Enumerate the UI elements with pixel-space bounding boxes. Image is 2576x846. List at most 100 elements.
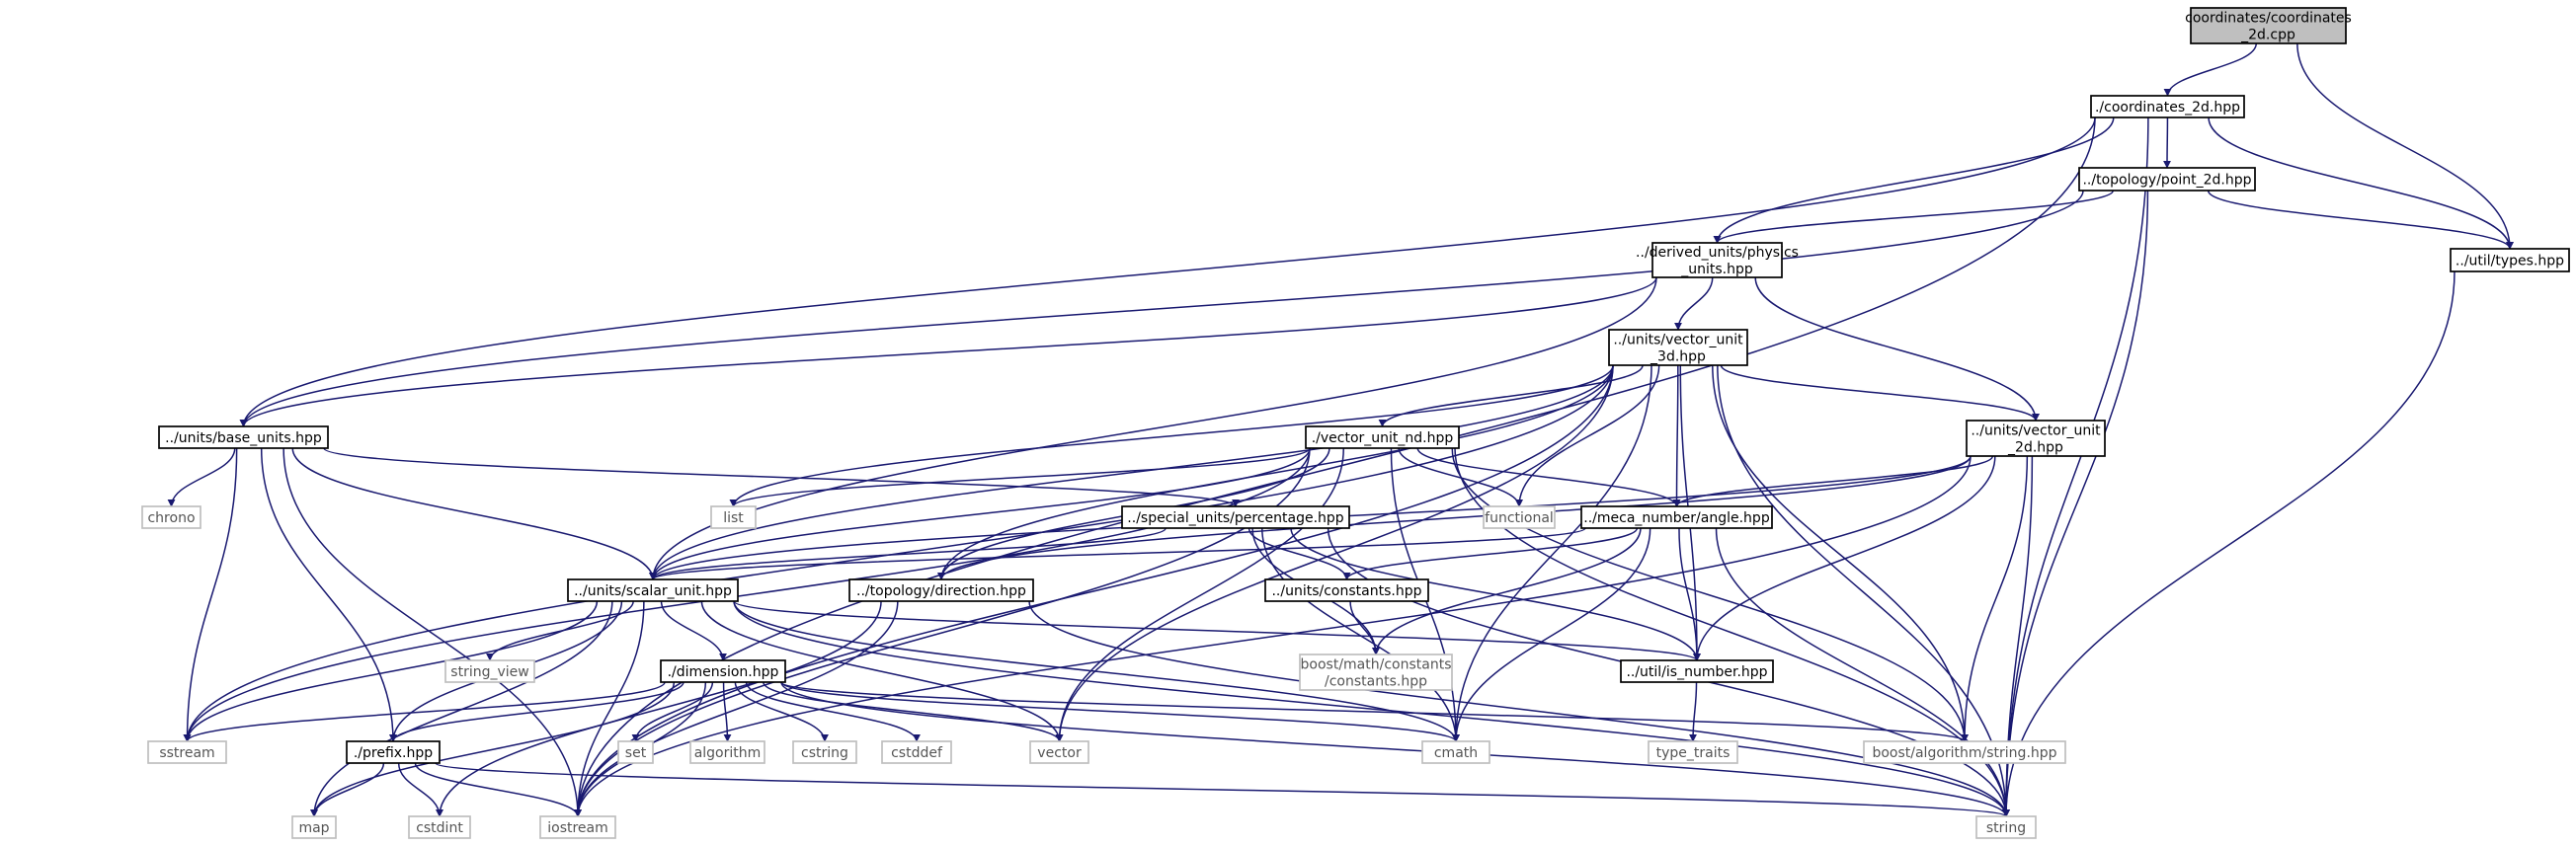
node-box-types <box>2450 248 2570 272</box>
node-box-angle <box>1580 505 1773 529</box>
edge-vecnd-to-list <box>729 447 1311 507</box>
node-types[interactable]: ../util/types.hpp <box>2450 248 2570 272</box>
node-constants[interactable]: ../units/constants.hpp <box>1264 578 1429 602</box>
edge-angle-to-constants <box>1342 527 1639 580</box>
node-label-boostconst: boost/math/constants <box>1301 657 1452 673</box>
edge-dimension-to-boostalgo <box>780 681 1969 742</box>
node-label-boostconst: /constants.hpp <box>1325 674 1427 690</box>
edge-angle-to-scalar <box>649 527 1586 580</box>
node-root[interactable]: coordinates/coordinates_2d.cpp <box>2185 7 2352 44</box>
node-prefix[interactable]: ./prefix.hpp <box>346 740 441 764</box>
edge-vec3d-to-boostalgo <box>1712 364 1969 742</box>
edge-dimension-to-string <box>780 681 2010 817</box>
edge-scalar-to-cmath <box>733 600 1460 742</box>
node-box-chrono <box>141 505 201 529</box>
node-set: set <box>617 740 654 764</box>
node-label-vec2d: ../units/vector_unit <box>1971 423 2101 439</box>
node-label-set: set <box>625 745 647 761</box>
node-list: list <box>710 505 757 529</box>
node-algorithm: algorithm <box>689 740 765 764</box>
node-box-cstring <box>792 740 857 764</box>
node-label-base: ../units/base_units.hpp <box>165 430 322 446</box>
node-box-isnumber <box>1620 659 1774 683</box>
edge-vecnd-to-functional <box>1398 447 1523 507</box>
node-box-map <box>291 815 337 839</box>
node-string: string <box>1975 815 2037 839</box>
node-angle[interactable]: ../meca_number/angle.hpp <box>1580 505 1773 529</box>
node-box-constants <box>1264 578 1429 602</box>
edge-angle-to-string <box>1715 527 2010 817</box>
node-label-functional: functional <box>1485 510 1554 526</box>
node-label-map: map <box>298 820 329 836</box>
edge-dimension-to-sstream <box>183 681 666 742</box>
node-label-vec3d: ../units/vector_unit <box>1613 333 1743 348</box>
edge-prefix-to-iostream <box>414 762 582 817</box>
node-direction[interactable]: ../topology/direction.hpp <box>848 578 1034 602</box>
node-label-direction: ../topology/direction.hpp <box>856 583 1026 599</box>
node-label-constants: ../units/constants.hpp <box>1271 583 1421 599</box>
edge-direction-to-string <box>1028 600 2010 817</box>
edge-vec3d-to-vecnd <box>1378 364 1644 427</box>
nodes-layer: coordinates/coordinates_2d.cpp ./coordina… <box>141 7 2570 839</box>
node-dimension[interactable]: ./dimension.hpp <box>660 659 786 683</box>
edge-root-to-types <box>2296 42 2514 250</box>
edge-vec3d-to-iostream <box>574 364 1614 817</box>
edge-vec3d-to-string <box>1717 364 2010 817</box>
node-vecnd[interactable]: ./vector_unit_nd.hpp <box>1305 425 1460 449</box>
node-label-string: string <box>1986 820 2026 836</box>
edge-prefix-to-cstdint <box>397 762 443 817</box>
node-box-point2d <box>2078 167 2256 192</box>
node-vec2d[interactable]: ../units/vector_unit_2d.hpp <box>1966 420 2106 457</box>
edge-physics-to-vec3d <box>1674 276 1714 331</box>
edge-vec2d-to-boostalgo <box>1961 455 2029 742</box>
node-iostream: iostream <box>539 815 616 839</box>
edge-dimension-to-set <box>631 681 714 742</box>
node-physics[interactable]: ../derived_units/physics_units.hpp <box>1636 242 1799 278</box>
node-box-coord2d <box>2090 95 2245 118</box>
edge-vecnd-to-angle <box>1416 447 1681 507</box>
edge-vec3d-to-angle <box>1672 364 1681 507</box>
node-percentage[interactable]: ../special_units/percentage.hpp <box>1121 505 1350 529</box>
edge-dimension-to-cstring <box>734 681 829 742</box>
edge-scalar-to-vector <box>700 600 1064 742</box>
node-box-cmath <box>1421 740 1490 764</box>
node-box-physics <box>1651 242 1783 278</box>
node-box-percentage <box>1121 505 1350 529</box>
edge-angle-to-cmath <box>1452 527 1651 742</box>
edge-scalar-to-sstream <box>183 600 599 742</box>
node-vec3d[interactable]: ../units/vector_unit_3d.hpp <box>1608 329 1748 366</box>
node-label-chrono: chrono <box>147 510 195 526</box>
node-label-point2d: ../topology/point_2d.hpp <box>2082 173 2251 189</box>
node-boostconst: boost/math/constants/constants.hpp <box>1299 654 1453 691</box>
node-label-coord2d: ./coordinates_2d.hpp <box>2095 100 2240 115</box>
node-label-dimension: ./dimension.hpp <box>668 664 779 680</box>
node-box-vecnd <box>1305 425 1460 449</box>
edge-direction-to-iostream <box>574 600 899 817</box>
node-cmath: cmath <box>1421 740 1490 764</box>
edge-base-to-prefix <box>260 447 397 742</box>
edge-dimension-to-prefix <box>389 681 684 742</box>
edge-base-to-percentage <box>323 447 1240 507</box>
edge-types-to-string <box>2002 270 2455 817</box>
edge-point2d-to-string <box>2002 190 2149 817</box>
node-label-stringview: string_view <box>450 664 528 680</box>
node-base[interactable]: ../units/base_units.hpp <box>158 425 329 449</box>
edge-vec2d-to-angle <box>1672 455 1994 507</box>
edge-coord2d-to-base <box>239 116 2096 427</box>
edge-scalar-to-string <box>733 600 2010 817</box>
edge-prefix-to-map <box>310 762 385 817</box>
node-isnumber[interactable]: ../util/is_number.hpp <box>1620 659 1774 683</box>
node-stringview: string_view <box>444 659 535 683</box>
node-coord2d[interactable]: ./coordinates_2d.hpp <box>2090 95 2245 118</box>
node-box-typetraits <box>1648 740 1738 764</box>
edge-base-to-iostream <box>282 447 582 817</box>
edge-vec3d-to-sstream <box>183 364 1614 742</box>
node-point2d[interactable]: ../topology/point_2d.hpp <box>2078 167 2256 192</box>
edge-coord2d-to-string <box>2002 116 2149 817</box>
edge-dimension-to-algorithm <box>722 681 732 742</box>
edge-physics-to-vec2d <box>1754 276 2040 422</box>
node-label-cstddef: cstddef <box>891 745 943 761</box>
node-scalar[interactable]: ../units/scalar_unit.hpp <box>567 578 739 602</box>
edge-vecnd-to-scalar <box>649 447 1311 580</box>
